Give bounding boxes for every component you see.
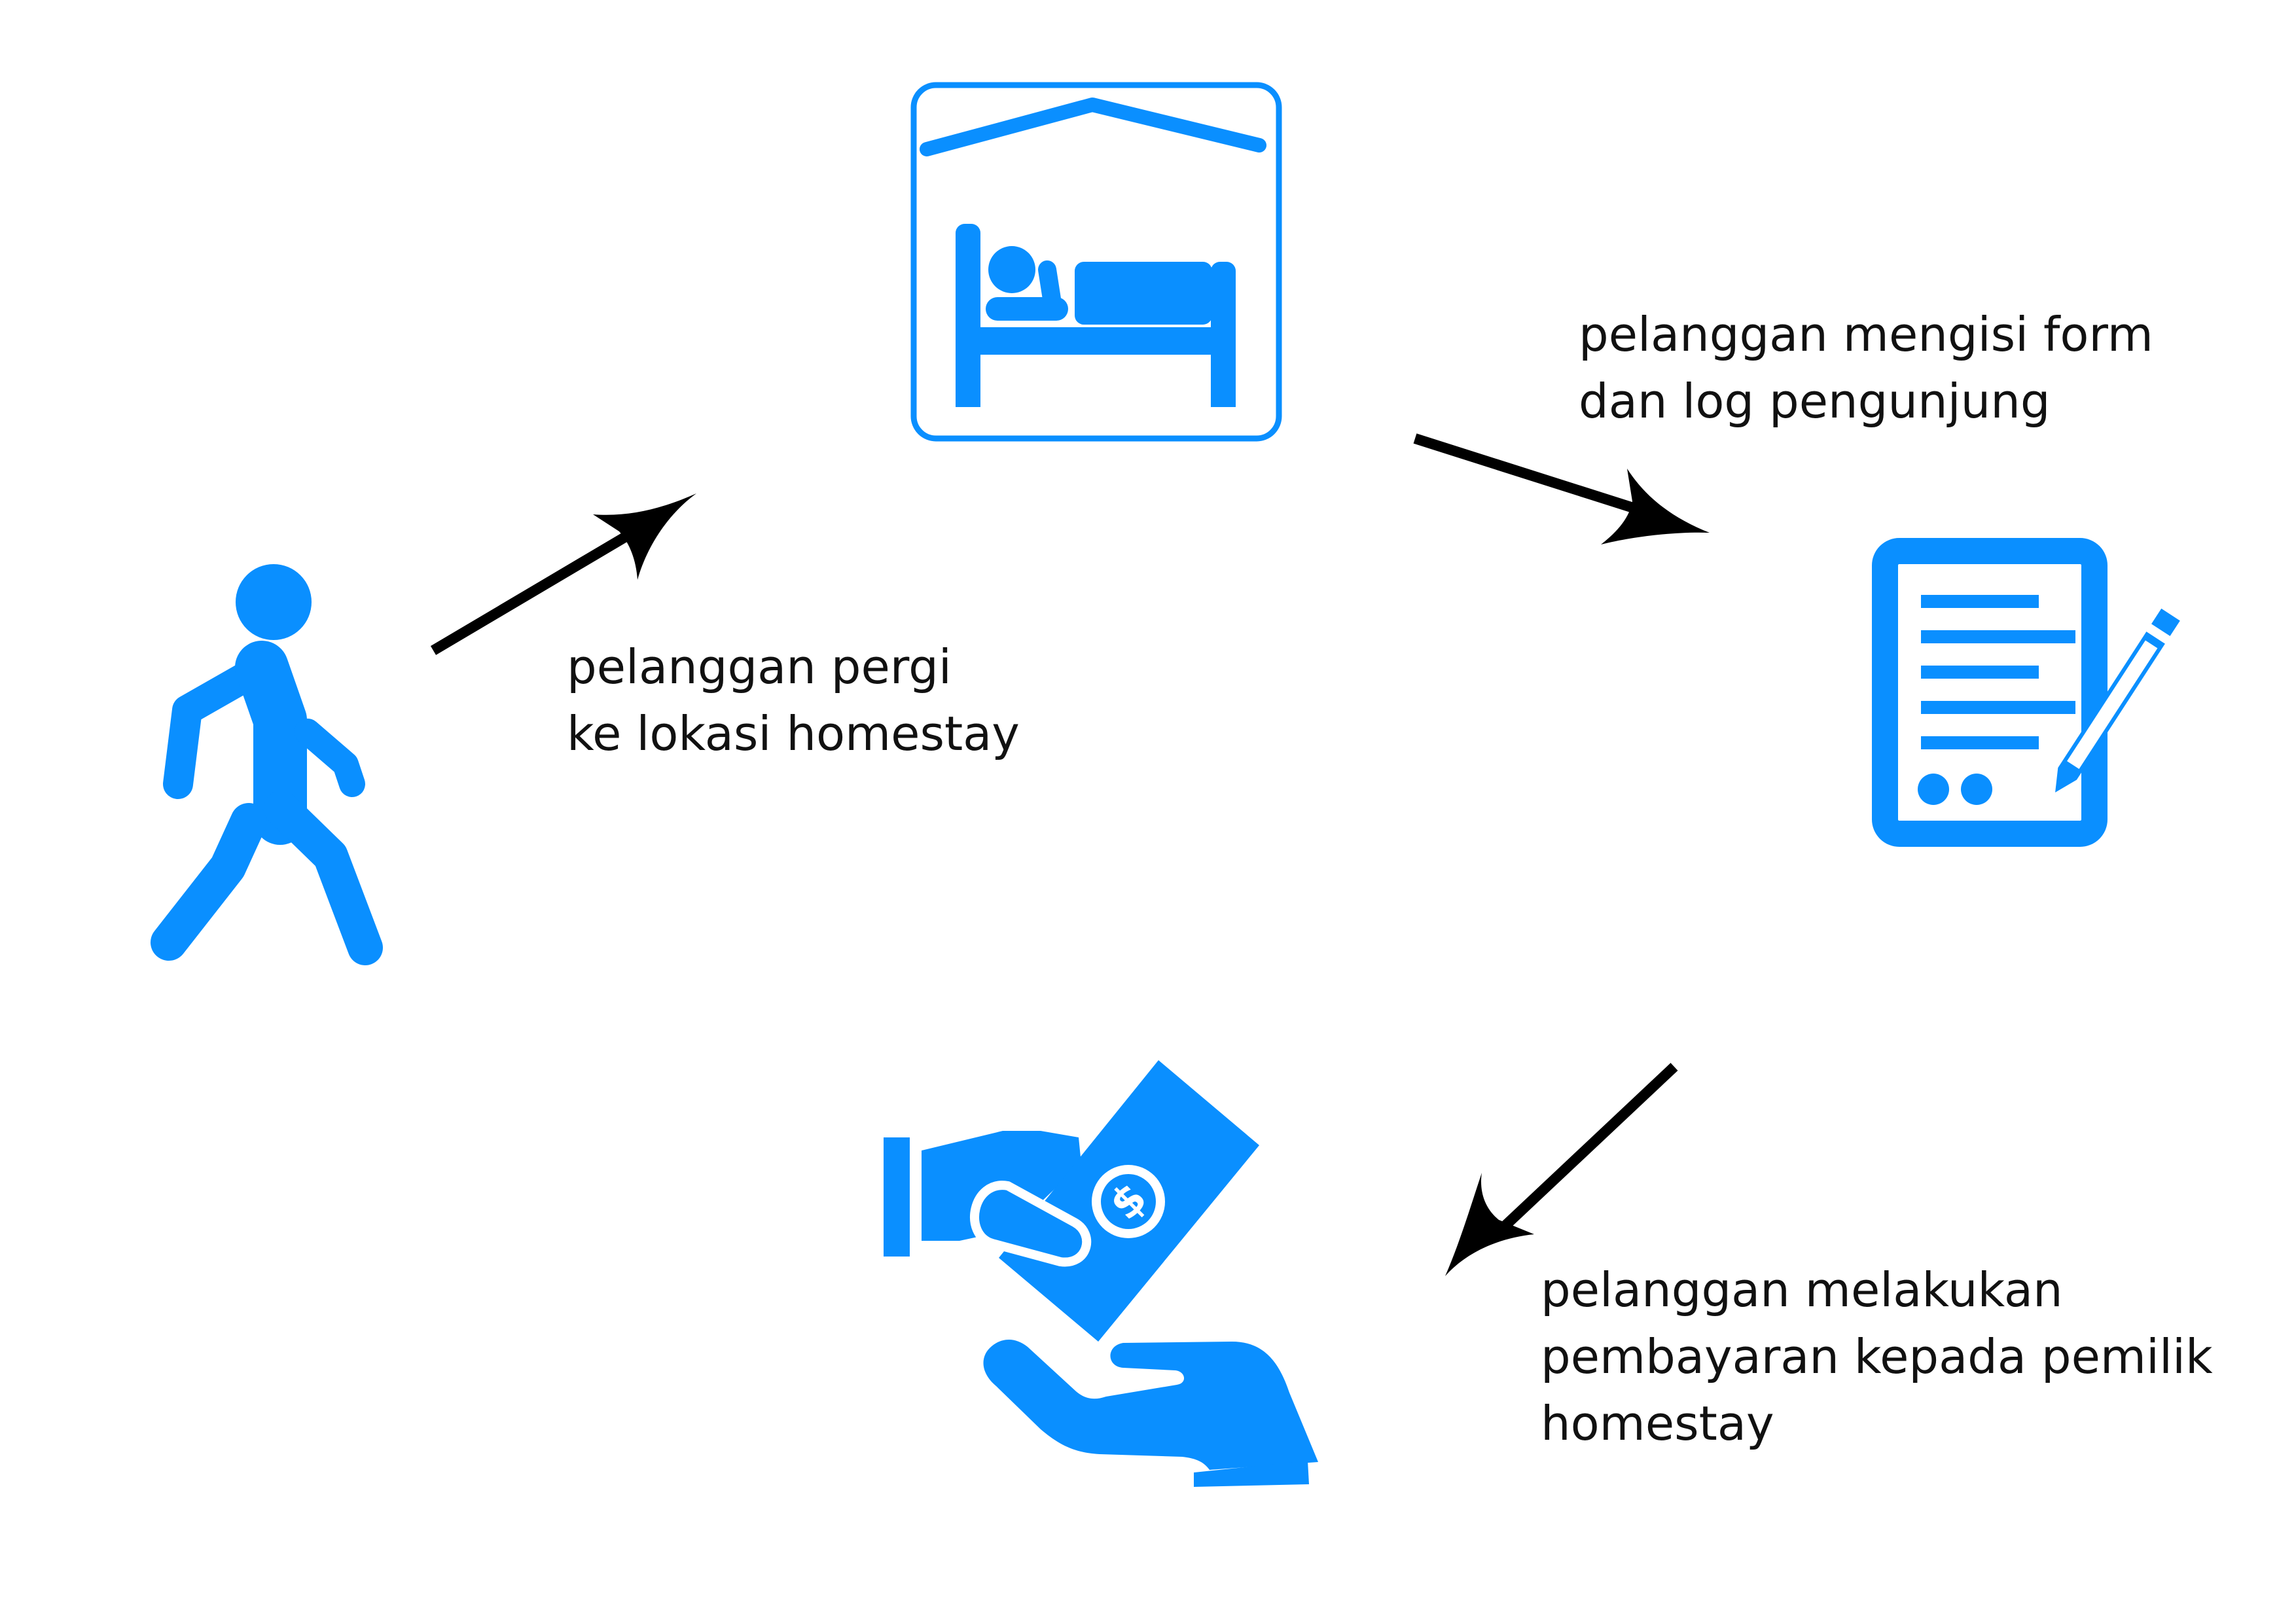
step-label-walk: pelanggan pergi ke lokasi homestay (567, 633, 1020, 767)
step-label-line: homestay (1541, 1396, 1774, 1451)
arrow-1 (430, 493, 696, 655)
arrow-3 (1445, 1063, 1678, 1276)
step-label-line: dan log pengunjung (1579, 374, 2051, 429)
roof-icon (920, 98, 1266, 156)
step-label-line: pelanggan melakukan (1541, 1262, 2063, 1317)
pencil-icon (2055, 592, 2180, 793)
money-exchange-icon: $ (884, 1060, 1318, 1487)
step-label-form: pelanggan melakukan pembayaran kepada pe… (1541, 1257, 2213, 1457)
form-document-pencil-icon (1872, 538, 2180, 847)
step-label-line: pembayaran kepada pemilik (1541, 1329, 2213, 1384)
step-label-line: pelanggan pergi (567, 639, 952, 694)
step-label-homestay: pelanggan mengisi form dan log pengunjun… (1579, 301, 2153, 435)
walking-person-icon (151, 564, 383, 965)
step-label-line: ke lokasi homestay (567, 706, 1020, 761)
step-label-line: pelanggan mengisi form (1579, 307, 2153, 362)
arrow-2 (1413, 433, 1710, 544)
hotel-bed-icon (910, 82, 1282, 442)
